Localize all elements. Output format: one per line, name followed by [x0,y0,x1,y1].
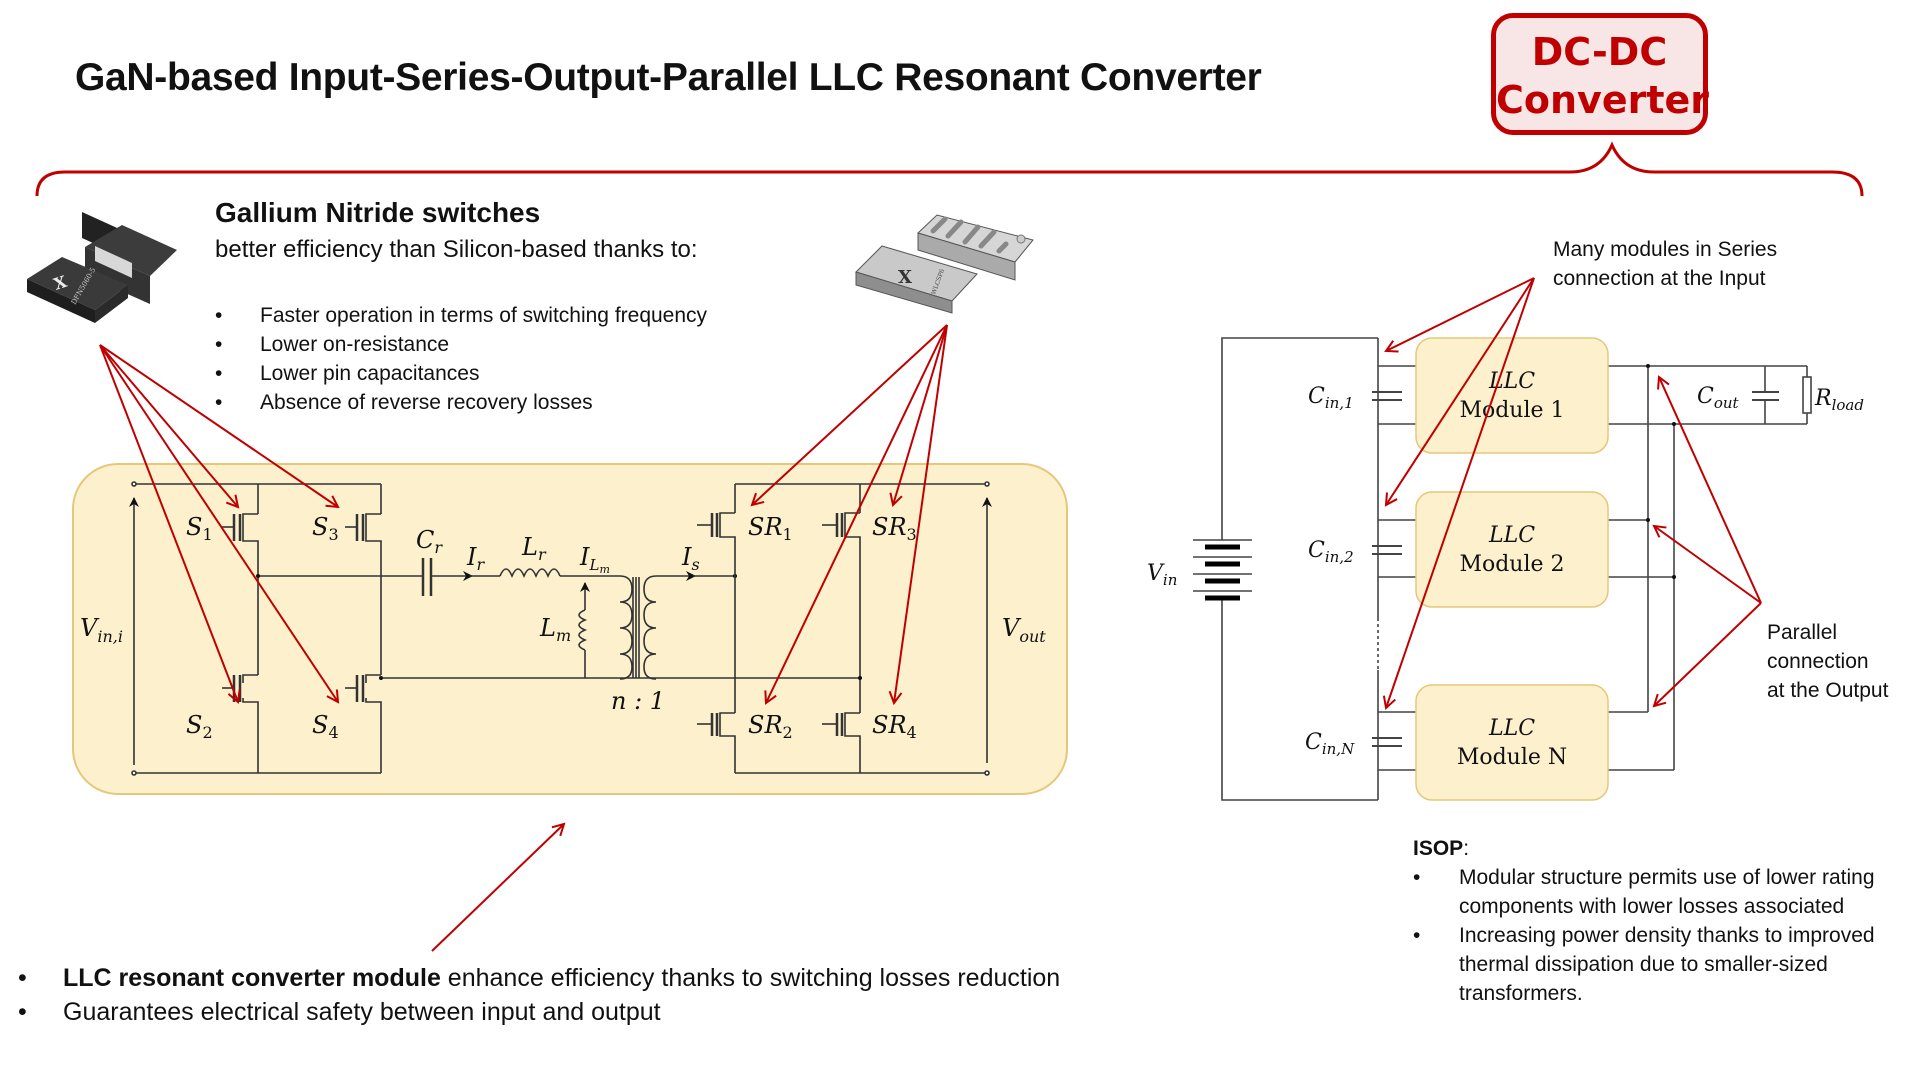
series-connection-note: Many modules in Series connection at the… [1553,238,1778,290]
bullet-icon: • [1413,924,1421,947]
module-1-name: Module 1 [1459,398,1564,423]
label-cr: Cr [416,526,443,557]
parallel-connection-note: Parallel connection at the Output [1767,621,1889,702]
llc-module-1-box [1415,337,1609,454]
svg-text:X: X [898,267,912,288]
module-n-title: LLC [1488,716,1535,741]
llc-module-emphasis: LLC resonant converter module [63,964,441,992]
label-sr4: SR4 [872,711,917,742]
label-rload: Rload [1814,386,1864,414]
annotation-arrows [99,277,1762,952]
gan-benefits-list: •Faster operation in terms of switching … [215,301,707,417]
list-item: •Faster operation in terms of switching … [215,301,707,330]
bullet-icon: • [215,304,223,327]
bullet-icon: • [215,333,223,356]
module-2-name: Module 2 [1459,552,1564,577]
llc-circuit-schematic [129,481,992,776]
label-vin-i: Vin,i [80,614,123,646]
dc-dc-converter-badge: DC-DC Converter [1491,13,1710,135]
label-ir: Ir [466,543,485,574]
label-cout: Cout [1697,384,1740,412]
gan-chip-dfn-image: X DFN5060-5 [27,212,177,323]
label-ilm: ILm [579,543,610,576]
label-s4: S4 [312,711,339,742]
label-cin2: Cin,2 [1308,538,1354,566]
curly-brace [35,141,1864,197]
label-s3: S3 [312,513,339,544]
list-item: •Increasing power density thanks to impr… [1413,921,1893,1008]
bullet-icon: • [18,998,27,1026]
isop-benefits: ISOP: •Modular structure permits use of … [1413,834,1893,1008]
label-sr1: SR1 [748,513,793,544]
bullet-icon: • [1413,866,1421,889]
bullet-icon: • [215,391,223,414]
label-s1: S1 [186,513,213,544]
llc-module-panel [72,463,1068,795]
list-item: •Lower on-resistance [215,330,707,359]
llc-benefits-list: •LLC resonant converter module enhance e… [18,961,1060,1029]
label-turns-ratio: n : 1 [611,687,665,715]
label-cinN: Cin,N [1305,730,1355,758]
gan-heading: Gallium Nitride switches [215,197,541,228]
gan-subheading: better efficiency than Silicon-based tha… [215,236,698,263]
list-item: •LLC resonant converter module enhance e… [18,961,1060,995]
isop-modules: LLC Module 1 LLC Module 2 LLC Module N V… [1147,337,1864,801]
llc-module-n-box [1415,684,1609,801]
llc-circuit-labels: Vin,i Vout S1 S2 S3 S4 SR1 SR2 SR3 SR4 C… [80,513,1046,742]
label-lm: Lm [539,614,571,645]
module-n-name: Module N [1457,745,1567,770]
label-s2: S2 [186,711,213,742]
label-isop-vin: Vin [1147,561,1177,589]
module-2-title: LLC [1488,523,1535,548]
list-item: •Absence of reverse recovery losses [215,388,707,417]
bullet-icon: • [215,362,223,385]
bullet-icon: • [18,964,27,992]
list-item: •Lower pin capacitances [215,359,707,388]
slide-title: GaN-based Input-Series-Output-Parallel L… [75,56,1262,99]
badge-line-1: DC-DC [1531,30,1668,74]
list-item: •Guarantees electrical safety between in… [18,995,1060,1029]
label-cin1: Cin,1 [1308,384,1354,412]
label-sr3: SR3 [872,513,917,544]
list-item: •Modular structure permits use of lower … [1413,863,1893,921]
label-sr2: SR2 [748,711,793,742]
isop-benefits-list: •Modular structure permits use of lower … [1413,863,1893,1008]
gan-chip-wlcsp-image: X WLCSP6 [855,214,1034,314]
label-vout: Vout [1002,614,1046,646]
llc-module-2-box [1415,491,1609,608]
label-lr: Lr [521,533,547,564]
label-is: Is [681,543,700,574]
isop-circuit-schematic [1193,337,1812,801]
badge-line-2: Converter [1496,78,1710,122]
isop-heading: ISOP [1413,837,1464,860]
